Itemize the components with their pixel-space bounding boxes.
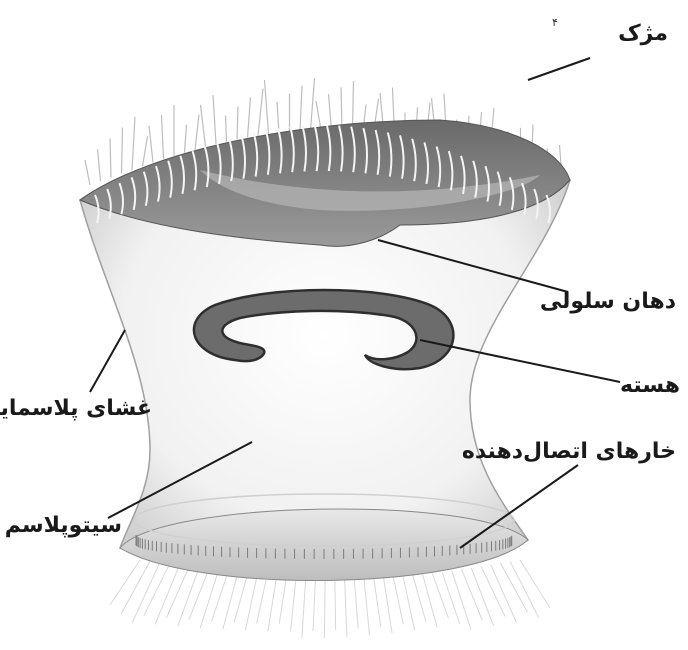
cilium — [213, 95, 216, 144]
bristle — [234, 575, 247, 622]
bristle — [413, 575, 426, 621]
bristle — [313, 580, 315, 631]
bristle — [423, 574, 438, 627]
cilium — [195, 115, 199, 150]
bristle — [452, 571, 471, 630]
cilium — [162, 115, 164, 159]
bristle — [200, 572, 218, 628]
leader-cilia — [528, 58, 590, 80]
bristle — [121, 562, 149, 614]
bristle — [302, 580, 306, 639]
bristle — [245, 576, 257, 630]
bristle — [178, 569, 199, 626]
cilium — [98, 149, 101, 181]
cilium — [341, 87, 342, 130]
cilium — [85, 160, 90, 185]
label-cilia-marker: ۴ — [552, 16, 558, 29]
label-cilia: مژک — [618, 21, 668, 46]
bristle — [481, 566, 505, 616]
bristle — [432, 573, 448, 618]
label-plasma-membrane: غشای پلاسمایی — [0, 396, 152, 421]
cilium — [132, 117, 135, 170]
cilium — [122, 128, 123, 174]
bristle — [324, 580, 325, 638]
cilium — [316, 101, 321, 130]
cilium — [329, 94, 332, 130]
bristle — [335, 580, 336, 630]
label-nucleus: هسته — [620, 373, 680, 398]
label-oral-groove: دهان سلولی — [540, 289, 676, 314]
cilium — [143, 136, 148, 166]
cilium — [185, 125, 187, 153]
bristle — [212, 573, 228, 621]
label-cytoplasm: سیتوپلاسم — [5, 513, 122, 538]
bristle — [345, 580, 347, 637]
bristle — [110, 560, 140, 605]
cilium — [201, 105, 206, 147]
label-connecting-spines: خارهای اتصال‌دهنده — [462, 439, 676, 464]
bristle — [471, 568, 493, 626]
cilium — [300, 86, 302, 131]
cilium — [265, 80, 269, 134]
bristle — [462, 569, 483, 620]
bristle — [354, 580, 358, 629]
cilium — [258, 89, 263, 136]
bristle — [257, 577, 267, 623]
cilium — [226, 116, 227, 142]
bristle — [268, 578, 276, 631]
cilium — [311, 78, 315, 130]
bristle — [520, 560, 550, 608]
bristle — [291, 579, 296, 631]
bristle — [374, 579, 381, 627]
cilium — [110, 138, 111, 177]
bristle — [393, 577, 403, 624]
bristle — [442, 572, 460, 624]
cilium — [237, 106, 238, 139]
leader-plasma-membrane — [90, 330, 125, 392]
bristle — [166, 568, 188, 618]
cilium — [248, 97, 251, 137]
bristle — [384, 578, 392, 633]
bristle — [403, 576, 415, 630]
bristle — [364, 579, 369, 635]
bristle — [279, 579, 286, 624]
cilium — [149, 126, 153, 163]
